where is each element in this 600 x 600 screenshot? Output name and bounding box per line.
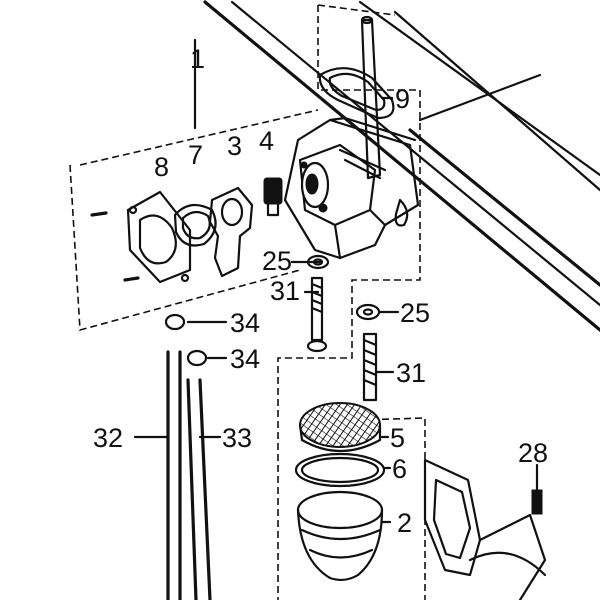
callout-labels: 1 8 7 3 4 9 25 31 34 25 34 31 32 33 5 6 … [93,44,548,538]
callout-6: 6 [392,454,407,484]
part-3-insulator [208,186,254,278]
part-6-o-ring [294,452,386,488]
carburetor-body [283,116,420,260]
part-28-assembly [423,458,547,600]
callout-34b: 34 [230,344,260,374]
part-2-float-bowl [296,490,384,582]
part-4-jet [263,177,283,217]
part-7-o-ring [173,203,217,247]
callout-2: 2 [397,508,412,538]
plate-screws [90,211,140,282]
callout-33: 33 [222,423,252,453]
part-8-gasket [126,190,192,284]
part-25-right-washer [355,303,381,321]
part-9-gasket [318,67,395,120]
tubes-32-33 [166,350,212,600]
callout-32: 32 [93,423,123,453]
callout-25a: 25 [262,246,292,276]
callout-31b: 31 [396,358,426,388]
callout-5: 5 [390,423,405,453]
callout-7: 7 [188,140,203,170]
callout-3: 3 [227,131,242,161]
callout-8: 8 [154,152,169,182]
part-5-filter-screen [298,402,382,453]
leader-lines [133,96,539,524]
throttle-rod [360,15,382,180]
assembly-boundary [69,4,426,600]
callout-9: 9 [395,84,410,114]
callout-28: 28 [518,438,548,468]
part-34-clips [164,313,208,367]
callout-1: 1 [190,44,205,74]
part-31-left-bolt [306,276,328,353]
callout-34a: 34 [230,308,260,338]
frame-rails [203,0,600,332]
part-31-right-bolt [362,332,378,402]
callout-4: 4 [259,126,274,156]
callout-25b: 25 [400,298,430,328]
callout-31a: 31 [270,276,300,306]
